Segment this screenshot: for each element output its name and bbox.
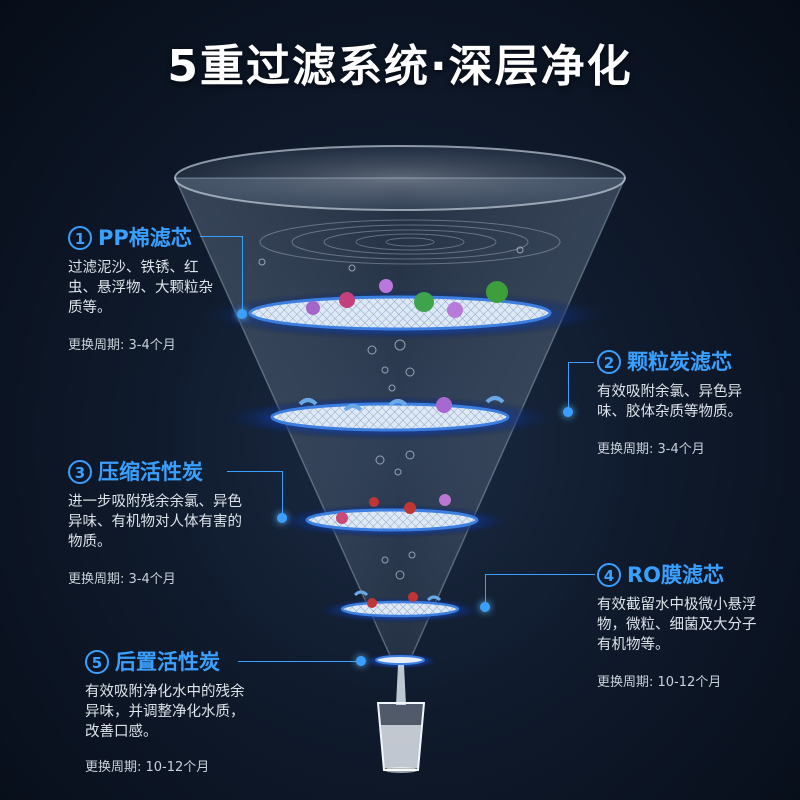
stage-2-number: 2: [597, 350, 621, 374]
connector-dot-2: [563, 407, 573, 417]
stage-2-period: 更换周期: 3-4个月: [597, 442, 705, 457]
stage-1-description: 过滤泥沙、铁锈、红虫、悬浮物、大颗粒杂质等。: [68, 260, 213, 316]
stage-5-block: 5 后置活性炭 有效吸附净化水中的残余异味，并调整净化水质，改善口感。 更换周期…: [85, 648, 245, 775]
filter-layer-2: [270, 402, 510, 432]
filter-layer-5: [375, 655, 425, 665]
connector-dot-1: [237, 309, 247, 319]
stage-4-number: 4: [597, 563, 621, 587]
connector-dot-3: [277, 513, 287, 523]
stage-3-title: 3 压缩活性炭: [68, 458, 248, 486]
stage-3-number: 3: [68, 460, 92, 484]
connector-dot-4: [480, 602, 490, 612]
connector-line-1b: [242, 236, 243, 314]
stage-4-period: 更换周期: 10-12个月: [597, 675, 722, 690]
connector-line-2b: [568, 362, 594, 363]
stage-1-name: PP棉滤芯: [98, 226, 192, 250]
stage-5-number: 5: [85, 650, 109, 674]
water-stream: [396, 665, 406, 705]
connector-line-1: [200, 236, 242, 237]
stage-2-description: 有效吸附余氯、异色异味、胶体杂质等物质。: [597, 384, 742, 420]
filter-layer-4: [340, 600, 460, 618]
stage-1-block: 1 PP棉滤芯 过滤泥沙、铁锈、红虫、悬浮物、大颗粒杂质等。 更换周期: 3-4…: [68, 224, 218, 353]
filter-layer-3: [305, 508, 479, 532]
funnel-rim: [174, 145, 626, 211]
stage-5-name: 后置活性炭: [115, 650, 220, 674]
stage-1-number: 1: [68, 226, 92, 250]
stage-1-period: 更换周期: 3-4个月: [68, 338, 176, 353]
stage-4-block: 4 RO膜滤芯 有效截留水中极微小悬浮物，微粒、细菌及大分子有机物等。 更换周期…: [597, 561, 767, 690]
connector-line-4: [485, 574, 595, 575]
water-ripples: [259, 219, 561, 265]
stage-2-name: 颗粒炭滤芯: [627, 350, 732, 374]
stage-3-name: 压缩活性炭: [98, 460, 203, 484]
filter-layer-1: [248, 295, 552, 331]
connector-line-2: [568, 362, 569, 415]
connector-line-5: [238, 661, 358, 662]
connector-line-3b: [282, 471, 283, 519]
stage-2-title: 2 颗粒炭滤芯: [597, 348, 762, 376]
contaminant-particle-icons: [298, 279, 508, 608]
stage-4-name: RO膜滤芯: [627, 563, 725, 587]
stage-4-description: 有效截留水中极微小悬浮物，微粒、细菌及大分子有机物等。: [597, 597, 757, 653]
connector-dot-5: [356, 656, 366, 666]
connector-line-4b: [485, 574, 486, 607]
stage-3-description: 进一步吸附残余余氯、异色异味、有机物对人体有害的物质。: [68, 494, 242, 550]
stage-5-period: 更换周期: 10-12个月: [85, 760, 210, 775]
stage-2-block: 2 颗粒炭滤芯 有效吸附余氯、异色异味、胶体杂质等物质。 更换周期: 3-4个月: [597, 348, 762, 457]
stage-5-title: 5 后置活性炭: [85, 648, 245, 676]
stage-1-title: 1 PP棉滤芯: [68, 224, 218, 252]
water-glass-icon: [376, 702, 426, 773]
connector-line-3: [227, 471, 282, 472]
stage-5-description: 有效吸附净化水中的残余异味，并调整净化水质，改善口感。: [85, 684, 245, 740]
page-title: 5重过滤系统·深层净化: [167, 41, 633, 92]
stage-3-period: 更换周期: 3-4个月: [68, 572, 176, 587]
stage-4-title: 4 RO膜滤芯: [597, 561, 767, 589]
water-bubbles: [258, 246, 524, 580]
stage-3-block: 3 压缩活性炭 进一步吸附残余余氯、异色异味、有机物对人体有害的物质。 更换周期…: [68, 458, 248, 587]
